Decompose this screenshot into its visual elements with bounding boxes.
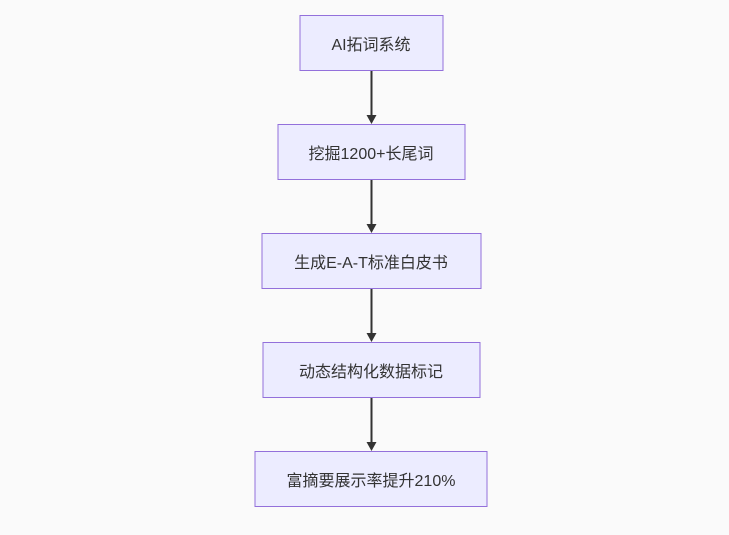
flow-node-longtail-keywords: 挖掘1200+长尾词 xyxy=(277,124,465,180)
flow-node-structured-data-markup: 动态结构化数据标记 xyxy=(262,342,480,398)
arrow-down-icon xyxy=(366,398,376,451)
arrowhead-icon xyxy=(366,333,376,342)
arrow-line xyxy=(370,398,372,443)
arrow-down-icon xyxy=(366,289,376,342)
arrowhead-icon xyxy=(366,442,376,451)
arrowhead-icon xyxy=(366,224,376,233)
flow-node-eat-whitepaper: 生成E-A-T标准白皮书 xyxy=(261,233,481,289)
flow-node-ai-keyword-system: AI拓词系统 xyxy=(299,15,443,71)
arrow-line xyxy=(370,180,372,225)
arrow-line xyxy=(370,71,372,116)
arrowhead-icon xyxy=(366,115,376,124)
arrow-line xyxy=(370,289,372,334)
flowchart: AI拓词系统 挖掘1200+长尾词 生成E-A-T标准白皮书 动态结构化数据标记… xyxy=(254,15,488,507)
flow-node-rich-snippet-result: 富摘要展示率提升210% xyxy=(254,451,488,507)
arrow-down-icon xyxy=(366,180,376,233)
arrow-down-icon xyxy=(366,71,376,124)
